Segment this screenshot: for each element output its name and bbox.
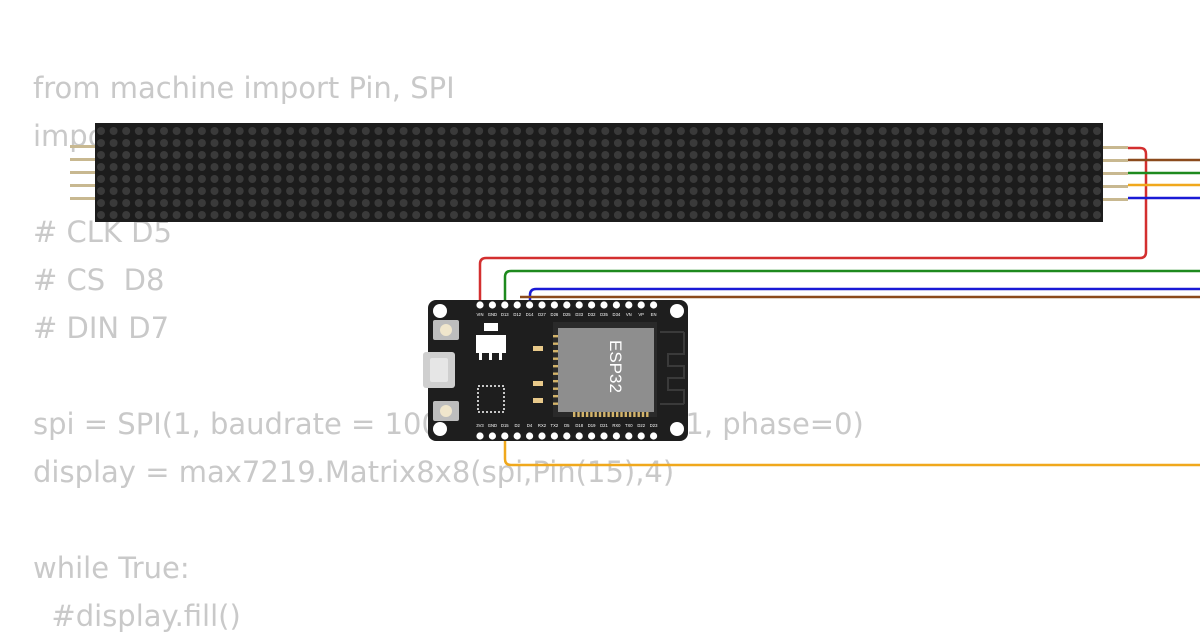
pin-label: D26 xyxy=(551,312,559,317)
board-pin[interactable] xyxy=(625,432,633,440)
led-matrix[interactable] xyxy=(95,123,1103,222)
pin-label: TX0 xyxy=(625,423,633,428)
board-pin[interactable] xyxy=(526,432,534,440)
pin-label: D25 xyxy=(563,312,571,317)
voltage-regulator xyxy=(476,323,506,360)
matrix-left-pins xyxy=(70,145,96,200)
board-pin[interactable] xyxy=(526,301,534,309)
mount-hole xyxy=(670,304,684,318)
mount-hole xyxy=(433,422,447,436)
board-pin[interactable] xyxy=(637,432,645,440)
board-pin[interactable] xyxy=(538,432,546,440)
wire-gnd-board xyxy=(503,269,1200,305)
pin-label: D18 xyxy=(575,423,583,428)
pin-label: D14 xyxy=(526,312,534,317)
pin-label: D33 xyxy=(575,312,583,317)
matrix-right-pins xyxy=(1102,146,1128,201)
pin-label: EN xyxy=(651,312,657,317)
board-pin[interactable] xyxy=(588,301,596,309)
board-pin[interactable] xyxy=(650,432,658,440)
board-pin[interactable] xyxy=(612,301,621,309)
pin-label: D5 xyxy=(564,423,570,428)
code-line: while True: xyxy=(33,551,190,585)
pin-label: D22 xyxy=(637,423,645,428)
pin-label: D27 xyxy=(538,312,546,317)
board-pin[interactable] xyxy=(550,301,559,309)
pin-label: D34 xyxy=(613,312,621,317)
code-line: # DIN D7 xyxy=(33,311,170,345)
pin-label: D15 xyxy=(501,423,509,428)
board-pin[interactable] xyxy=(513,301,521,309)
bottom-pin-row xyxy=(476,432,658,440)
board-pin[interactable] xyxy=(600,301,608,309)
board-pin[interactable] xyxy=(501,301,509,309)
wires xyxy=(478,146,1200,467)
board-pin[interactable] xyxy=(550,432,559,440)
board-pin[interactable] xyxy=(637,301,645,309)
pin-label: RX2 xyxy=(538,423,547,428)
pin-label: D12 xyxy=(513,312,521,317)
usb-serial-chip xyxy=(477,385,505,413)
top-pin-row xyxy=(476,301,658,309)
board-pin[interactable] xyxy=(612,432,621,440)
pin-label: RX0 xyxy=(612,423,621,428)
boot-button[interactable] xyxy=(433,320,459,340)
wire-clk-board xyxy=(503,431,1200,467)
mount-hole xyxy=(433,304,447,318)
board-pin[interactable] xyxy=(563,432,571,440)
smd-component xyxy=(533,381,543,386)
bottom-pin-labels: 3V3 GND D15 D2 D4 RX2 TX2 D5 D18 D19 D21 RX0 TX0 D22 D… xyxy=(476,423,658,428)
led-matrix-body xyxy=(95,123,1103,222)
code-line: from machine import Pin, SPI xyxy=(33,71,455,105)
pin-label: TX2 xyxy=(551,423,559,428)
antenna-trace xyxy=(660,331,685,405)
pin-label: GND xyxy=(488,312,497,317)
esp32-module: ESP32 xyxy=(553,322,685,417)
board-pin[interactable] xyxy=(563,301,571,309)
pin-label: 3V3 xyxy=(476,423,484,428)
board-pin[interactable] xyxy=(513,432,521,440)
code-line: #display.fill() xyxy=(33,599,241,633)
top-pin-labels: VIN GND D13 D12 D14 D27 D26 D25 D33 D32 D35 D34 VN VP… xyxy=(477,312,657,317)
board-pin[interactable] xyxy=(476,301,484,309)
pin-label: D19 xyxy=(588,423,596,428)
smd-component xyxy=(533,398,543,403)
code-line: # CS D8 xyxy=(33,263,165,297)
chip-label: ESP32 xyxy=(606,340,625,393)
board-pin[interactable] xyxy=(501,432,509,440)
pin-label: D2 xyxy=(515,423,521,428)
board-pin[interactable] xyxy=(476,432,484,440)
pin-label: D4 xyxy=(527,423,533,428)
board-pin[interactable] xyxy=(575,301,583,309)
smd-component xyxy=(533,346,543,351)
esp32-board[interactable]: VIN GND D13 D12 D14 D27 D26 D25 D33 D32 D35 D34 VN VP… xyxy=(423,300,688,441)
pin-label: D32 xyxy=(588,312,596,317)
pin-label: VP xyxy=(638,312,644,317)
en-button[interactable] xyxy=(433,401,459,421)
board-pin[interactable] xyxy=(650,301,658,309)
board-pin[interactable] xyxy=(488,301,496,309)
board-pin[interactable] xyxy=(600,432,608,440)
led-dots xyxy=(97,127,1101,219)
pin-label: D21 xyxy=(600,423,608,428)
pin-label: D23 xyxy=(650,423,658,428)
board-pin[interactable] xyxy=(588,432,596,440)
wire-din-board xyxy=(528,287,1200,305)
wire-vcc xyxy=(478,146,1148,305)
pin-label: GND xyxy=(488,423,497,428)
board-pin[interactable] xyxy=(488,432,496,440)
mount-hole xyxy=(670,422,684,436)
board-pin[interactable] xyxy=(625,301,633,309)
pin-label: VIN xyxy=(477,312,484,317)
code-line: display = max7219.Matrix8x8(spi,Pin(15),… xyxy=(33,455,675,489)
pin-label: D35 xyxy=(600,312,608,317)
pin-label: VN xyxy=(626,312,632,317)
pin-label: D13 xyxy=(501,312,509,317)
board-pin[interactable] xyxy=(538,301,546,309)
board-pin[interactable] xyxy=(575,432,583,440)
